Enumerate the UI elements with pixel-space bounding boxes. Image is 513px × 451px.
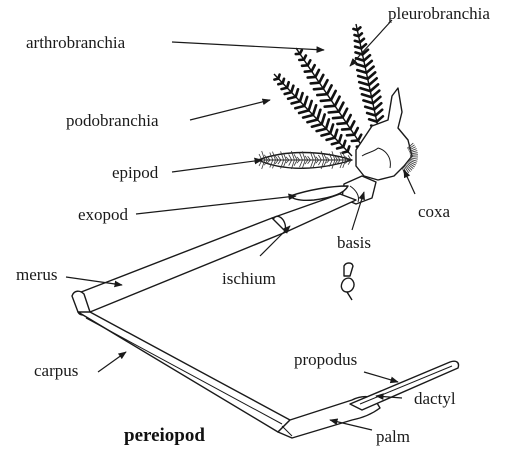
- leader-epipod: [172, 160, 262, 172]
- gill-filament: [369, 119, 377, 121]
- gill-filament: [361, 88, 371, 91]
- gill-filament: [372, 91, 380, 98]
- merus-segment: [72, 218, 286, 315]
- leader-arthrobranchia: [172, 42, 324, 50]
- gill-filament: [374, 103, 381, 109]
- gill-filament: [337, 147, 343, 149]
- gill-filament: [362, 94, 372, 97]
- label-arthrobranchia: arthrobranchia: [26, 33, 126, 52]
- gill-filament: [312, 124, 322, 127]
- gill-filament: [321, 100, 331, 101]
- gill-filament: [343, 109, 347, 118]
- gill-filament: [285, 92, 292, 94]
- gill-filament: [368, 72, 376, 79]
- leader-exopod: [136, 196, 296, 214]
- gill-filament: [307, 120, 317, 123]
- gill-filament: [309, 101, 312, 110]
- gill-filament: [319, 75, 323, 83]
- gill-filament: [308, 77, 316, 78]
- seta: [410, 155, 418, 156]
- gill-filament: [303, 115, 313, 118]
- gill-filament: [322, 133, 331, 135]
- label-podobranchia: podobranchia: [66, 111, 159, 130]
- gill-filament: [311, 83, 320, 84]
- gill-filament: [339, 103, 344, 112]
- gill-filament: [299, 110, 309, 113]
- leader-carpus: [98, 352, 126, 372]
- gill-filament: [332, 142, 339, 144]
- gill-filament: [335, 97, 340, 106]
- gill-filament: [352, 140, 358, 141]
- label-propodus: propodus: [294, 350, 357, 369]
- label-ischium: ischium: [222, 269, 276, 288]
- epipod-feather: [258, 151, 352, 169]
- gill-filament: [326, 119, 329, 128]
- gill-filament: [292, 101, 300, 103]
- leader-lines: [66, 20, 415, 430]
- gill-filament: [347, 135, 354, 136]
- label-dactyl: dactyl: [414, 389, 456, 408]
- gill-filament: [282, 88, 288, 89]
- gill-filament: [305, 71, 312, 72]
- gill-filament: [343, 151, 348, 152]
- gill-filament: [327, 85, 332, 94]
- gill-filament: [278, 83, 282, 84]
- gill-filament: [363, 100, 373, 103]
- gill-filament: [369, 78, 377, 85]
- gill-filament: [329, 112, 339, 113]
- gill-filament: [365, 107, 374, 110]
- gill-filament: [327, 138, 335, 140]
- label-palm: palm: [376, 427, 410, 446]
- seta: [410, 158, 418, 159]
- gill-filament: [370, 84, 378, 91]
- label-merus: merus: [16, 265, 58, 284]
- label-carpus: carpus: [34, 361, 78, 380]
- figure-title: pereiopod: [124, 425, 205, 446]
- gill-filament: [376, 110, 383, 116]
- leader-coxa: [404, 170, 415, 194]
- gill-filament: [295, 106, 304, 108]
- label-epipod: epipod: [112, 163, 159, 182]
- label-basis: basis: [337, 233, 371, 252]
- gill-filament: [366, 67, 373, 73]
- gill-filament: [359, 82, 369, 85]
- gill-filament: [367, 113, 375, 116]
- gill-filament: [358, 76, 368, 79]
- gill-filament: [357, 64, 366, 67]
- gill-filament: [347, 115, 351, 123]
- carpus-segment: [78, 312, 290, 432]
- gill-filament: [342, 129, 350, 130]
- gill-filament: [317, 110, 320, 120]
- gill-filament: [302, 65, 308, 66]
- gill-filament: [314, 88, 323, 89]
- gill-filament: [331, 91, 336, 100]
- label-coxa: coxa: [418, 202, 451, 221]
- gill-filament: [355, 47, 361, 49]
- gill-filament: [373, 97, 381, 104]
- gill-filament: [337, 123, 346, 124]
- gill-filament: [317, 129, 326, 131]
- label-pleurobranchia: pleurobranchia: [388, 4, 490, 23]
- gill-filament: [304, 97, 307, 106]
- leader-podobranchia: [190, 100, 270, 120]
- gill-filament: [288, 97, 296, 99]
- gill-filament: [353, 29, 357, 30]
- gill-filament: [317, 94, 327, 95]
- gill-filament: [330, 125, 333, 134]
- gill-filament: [333, 117, 343, 118]
- gill-filament: [357, 70, 366, 73]
- gill-filament: [365, 61, 372, 67]
- label-exopod: exopod: [78, 205, 129, 224]
- gill-filament: [313, 105, 316, 115]
- gill-filament: [274, 79, 278, 80]
- gill-filament: [355, 41, 360, 43]
- leader-propodus: [364, 372, 398, 382]
- pleurobranchia-bud: [341, 263, 354, 300]
- gill-filament: [355, 35, 359, 36]
- gill-filament: [322, 115, 325, 125]
- gill-filament: [325, 106, 335, 107]
- gill-filament: [323, 80, 327, 88]
